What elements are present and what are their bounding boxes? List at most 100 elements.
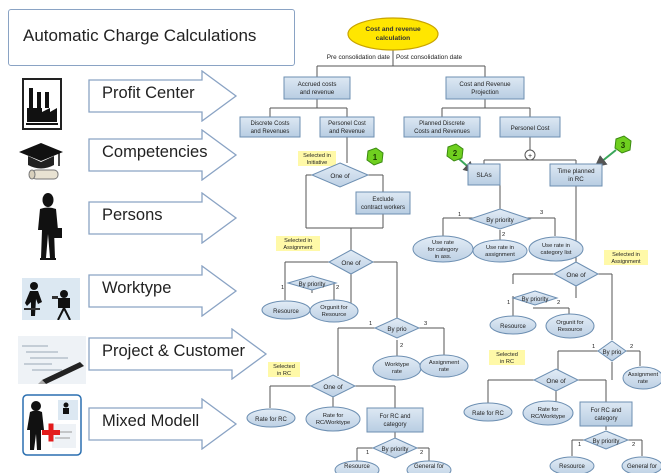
svg-text:in RC: in RC: [568, 176, 584, 183]
category-arrow-project-customer: Project & Customer: [88, 328, 268, 380]
decision-by-priority-bottom-right: By priority: [582, 430, 630, 450]
svg-text:General for: General for: [414, 464, 444, 470]
svg-text:3: 3: [424, 321, 427, 327]
factory-icon: [22, 78, 62, 130]
svg-text:One of: One of: [341, 260, 360, 267]
svg-text:Selected: Selected: [496, 352, 518, 358]
svg-text:2: 2: [336, 285, 339, 291]
svg-text:Use rate in: Use rate in: [542, 243, 570, 249]
box-slas: SLAs: [467, 163, 501, 186]
svg-text:Planned Discrete: Planned Discrete: [419, 121, 465, 127]
svg-text:Costs and Revenues: Costs and Revenues: [414, 129, 470, 135]
svg-text:1: 1: [578, 442, 581, 448]
svg-text:For RC and: For RC and: [379, 414, 410, 420]
oval-resource-right: Resource: [489, 315, 537, 335]
oval-rate-rc-left: Rate for RC: [246, 408, 296, 428]
svg-text:Assignment: Assignment: [628, 372, 659, 378]
category-arrow-persons: Persons: [88, 192, 238, 244]
box-accrued: Accrued costs and revenue: [283, 76, 351, 100]
svg-text:RC/Worktype: RC/Worktype: [316, 420, 350, 426]
svg-text:rate: rate: [439, 367, 449, 373]
category-arrow-mixed-modell: Mixed Modell: [88, 398, 238, 450]
svg-text:1: 1: [366, 450, 369, 456]
svg-text:RC/Worktype: RC/Worktype: [531, 414, 565, 420]
oval-use-rate-list: Use rate in category list: [528, 236, 584, 262]
decision-one-of-2: One of: [327, 249, 375, 275]
svg-text:1: 1: [281, 285, 284, 291]
oval-orgunit-right: Orgunit for Resource: [545, 313, 595, 339]
box-time-planned: Time planned in RC: [549, 163, 603, 187]
svg-text:3: 3: [540, 210, 543, 216]
decision-by-priority-sla: By priority: [468, 208, 532, 230]
svg-text:By priority: By priority: [299, 282, 326, 288]
badge-2: 2: [446, 143, 464, 162]
svg-text:By priority: By priority: [486, 217, 514, 224]
svg-text:contract workers: contract workers: [361, 205, 405, 211]
box-for-rc-category-left: For RC and category: [366, 407, 424, 433]
svg-text:Initiative: Initiative: [307, 160, 328, 166]
svg-text:in RC: in RC: [500, 359, 514, 365]
oval-resource-bottom-right: Resource: [549, 456, 595, 473]
svg-text:Personel Cost: Personel Cost: [511, 125, 550, 132]
svg-text:assignment: assignment: [485, 252, 515, 258]
svg-text:+: +: [528, 153, 532, 160]
svg-text:Selected: Selected: [273, 364, 295, 370]
svg-text:Accrued costs: Accrued costs: [298, 81, 337, 88]
svg-text:Rate for RC: Rate for RC: [472, 411, 504, 417]
oval-worktype-rate: Worktype rate: [372, 355, 422, 381]
root-oval: [347, 17, 439, 51]
svg-text:Personel Cost: Personel Cost: [328, 121, 366, 127]
category-label: Profit Center: [102, 84, 195, 102]
svg-text:By priority: By priority: [382, 447, 409, 453]
svg-text:SLAs: SLAs: [476, 172, 491, 179]
category-label: Worktype: [102, 279, 172, 297]
svg-text:Rate for RC: Rate for RC: [255, 417, 287, 423]
svg-text:Exclude: Exclude: [372, 197, 394, 203]
category-label: Project & Customer: [102, 342, 246, 360]
svg-text:By priority: By priority: [522, 297, 549, 303]
svg-text:Selected in: Selected in: [303, 153, 331, 159]
svg-text:1: 1: [369, 321, 372, 327]
badge-1: 1: [366, 147, 384, 166]
category-label: Mixed Modell: [102, 412, 200, 430]
svg-text:Assignment: Assignment: [283, 245, 313, 251]
svg-text:Orgunit for: Orgunit for: [320, 305, 347, 311]
box-cost-projection: Cost and Revenue Projection: [445, 76, 525, 100]
svg-text:2: 2: [502, 232, 505, 238]
svg-text:3: 3: [621, 141, 626, 150]
oval-assignment-rate-left: Assignment rate: [419, 354, 469, 378]
svg-text:By prio: By prio: [387, 326, 407, 333]
svg-text:By prio: By prio: [603, 350, 622, 356]
svg-text:Resource: Resource: [558, 327, 583, 333]
svg-text:For RC and: For RC and: [590, 408, 621, 414]
svg-text:Discrete Costs: Discrete Costs: [250, 121, 289, 127]
svg-text:2: 2: [557, 300, 560, 306]
graduation-cap-icon: [19, 143, 63, 180]
box-personel-cr: Personel Cost and Revenue: [319, 116, 375, 138]
decision-one-of-5: One of: [532, 368, 580, 392]
svg-text:One of: One of: [323, 384, 342, 391]
svg-text:2: 2: [400, 343, 403, 349]
svg-text:Worktype: Worktype: [385, 362, 409, 368]
svg-text:Resource: Resource: [344, 464, 370, 470]
surveyor-worker-icon: [22, 278, 80, 320]
oval-general-bottom-left: General for: [406, 460, 452, 473]
svg-text:Cost and Revenue: Cost and Revenue: [459, 81, 511, 88]
badge-3: 3: [614, 135, 632, 154]
decision-one-of-1: One of: [310, 162, 370, 188]
svg-text:1: 1: [592, 344, 595, 350]
oval-use-rate-assign: Use rate in assignment: [472, 239, 528, 263]
mixed-model-icon: [22, 394, 82, 456]
svg-text:Assignment: Assignment: [429, 360, 460, 366]
oval-resource-left: Resource: [261, 300, 311, 320]
oval-rate-rc-right: Rate for RC: [463, 402, 513, 422]
category-arrow-worktype: Worktype: [88, 265, 238, 317]
svg-text:By priority: By priority: [593, 439, 620, 445]
decision-one-of-4: One of: [552, 261, 600, 287]
svg-text:and Revenue: and Revenue: [329, 129, 365, 135]
svg-text:2: 2: [630, 344, 633, 350]
box-exclude: Exclude contract workers: [355, 191, 411, 215]
plus-junction: [524, 149, 536, 161]
note-selected-initiative: Selected in Initiative: [298, 151, 336, 166]
